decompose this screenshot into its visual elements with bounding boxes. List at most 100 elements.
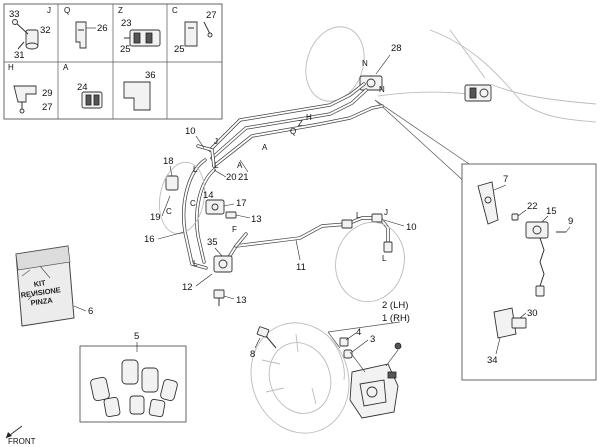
sensor-detail-box — [461, 163, 597, 381]
master-cylinder-area: 28 N N — [305, 26, 597, 186]
callout-12: 12 — [182, 282, 193, 293]
line-letter-f: F — [232, 225, 237, 234]
callout-9: 9 — [568, 216, 573, 227]
clip-fitting-icon — [12, 19, 39, 50]
line-letter-j1: J — [214, 137, 218, 146]
legend-part-24: 24 — [77, 82, 88, 93]
abs-valve-icon — [464, 84, 492, 102]
legend-part-26: 26 — [97, 23, 108, 34]
callout-11: 11 — [296, 262, 306, 273]
pipe-clip-icon — [75, 21, 96, 49]
washer-22 — [511, 213, 519, 221]
legend-part-29: 29 — [42, 88, 53, 99]
callout-28: 28 — [391, 43, 402, 54]
callout-14: 14 — [203, 190, 214, 201]
bracket-7 — [477, 181, 499, 225]
clip-screw-icon — [184, 21, 213, 47]
legend-part-25b: 25 — [174, 44, 185, 55]
callout-15: 15 — [546, 206, 557, 217]
legend-letter-h: H — [8, 63, 14, 72]
junction-block-17 — [205, 199, 225, 215]
legend-part-32: 32 — [40, 25, 51, 36]
legend-part-23: 23 — [121, 18, 132, 29]
callout-18: 18 — [163, 156, 174, 167]
bolt-13-upper — [225, 211, 237, 219]
double-clip-icon — [124, 29, 161, 47]
callout-8: 8 — [250, 349, 255, 360]
line-letter-h: H — [306, 113, 312, 122]
caliper-icon — [349, 363, 399, 419]
callout-4: 4 — [356, 327, 361, 338]
guide-clip-icon — [81, 91, 103, 109]
wheel-ghost-right — [335, 221, 405, 303]
line-letter-c2: C — [190, 199, 196, 208]
callout-30: 30 — [527, 308, 538, 319]
front-label: FRONT — [8, 437, 36, 446]
line-letter-l4: L — [382, 254, 387, 263]
fitting-right-10 — [341, 213, 393, 253]
bolt-8 — [256, 326, 277, 349]
brake-pipe-network — [182, 82, 390, 270]
callout-6: 6 — [88, 306, 93, 317]
line-letter-j2: J — [384, 208, 388, 217]
legend-part-33: 33 — [9, 9, 20, 20]
wheel-ghost-left — [159, 161, 205, 235]
sensor-15 — [525, 221, 549, 297]
line-letter-a1: A — [262, 143, 268, 152]
callout-34: 34 — [487, 355, 498, 366]
callout-16: 16 — [144, 234, 155, 245]
union-fitting-28 — [359, 75, 383, 91]
sheet-part-icon — [123, 81, 151, 111]
callout-20: 20 — [226, 172, 237, 183]
callout-10-left: 10 — [185, 126, 196, 137]
legend-letter-c: C — [172, 6, 178, 15]
callout-19: 19 — [150, 212, 161, 223]
brake-pads-box — [79, 345, 187, 423]
line-letter-q: Q — [290, 127, 296, 136]
line-letter-z: Z — [298, 119, 303, 128]
dust-cap — [394, 342, 402, 350]
legend-letter-j: J — [47, 6, 51, 15]
legend-part-36: 36 — [145, 70, 156, 81]
callout-35: 35 — [207, 237, 218, 248]
line-letter-n1: N — [362, 59, 368, 68]
kit-line-3: PINZA — [30, 295, 54, 307]
legend-part-25: 25 — [120, 44, 131, 55]
bracket-clip-icon — [13, 85, 37, 114]
caliper-overhaul-kit-bag: KIT REVISIONE PINZA — [15, 245, 75, 327]
callout-2-lh: 2 (LH) — [382, 300, 408, 311]
kit-line-1: KIT — [33, 278, 47, 289]
callout-7: 7 — [503, 174, 508, 185]
line-letter-n2: N — [379, 85, 385, 94]
legend-part-31: 31 — [14, 50, 25, 61]
line-letter-c1: C — [166, 207, 172, 216]
callout-13-lower: 13 — [236, 295, 247, 306]
line-letter-l2: L — [214, 161, 219, 170]
legend-letter-z: Z — [118, 6, 123, 15]
front-arrow — [5, 425, 23, 439]
plate-34 — [493, 307, 527, 339]
brake-disc-and-caliper — [250, 321, 402, 434]
bolt-13-lower — [213, 289, 225, 306]
legend-letter-q: Q — [64, 6, 70, 15]
line-letter-l5: L — [193, 259, 198, 268]
callout-13-upper: 13 — [251, 214, 262, 225]
legend-part-27b: 27 — [42, 102, 53, 113]
cap-3 — [343, 349, 353, 359]
callout-17: 17 — [236, 198, 247, 209]
legend-letter-a: A — [63, 63, 69, 72]
callout-10-right: 10 — [406, 222, 417, 233]
line-letter-l3: L — [356, 211, 361, 220]
clip-18 — [165, 175, 179, 191]
line-letter-a2: A — [237, 161, 243, 170]
line-letter-l1: L — [193, 165, 198, 174]
legend-part-27: 27 — [206, 10, 217, 21]
callout-21: 21 — [238, 172, 249, 183]
callout-5: 5 — [134, 331, 139, 342]
callout-3: 3 — [370, 334, 375, 345]
callout-1-rh: 1 (RH) — [382, 313, 410, 324]
legend-box-grid: J 33 32 31 Q 26 Z 23 25 C 27 — [3, 3, 223, 120]
junction-block-35 — [213, 255, 233, 273]
